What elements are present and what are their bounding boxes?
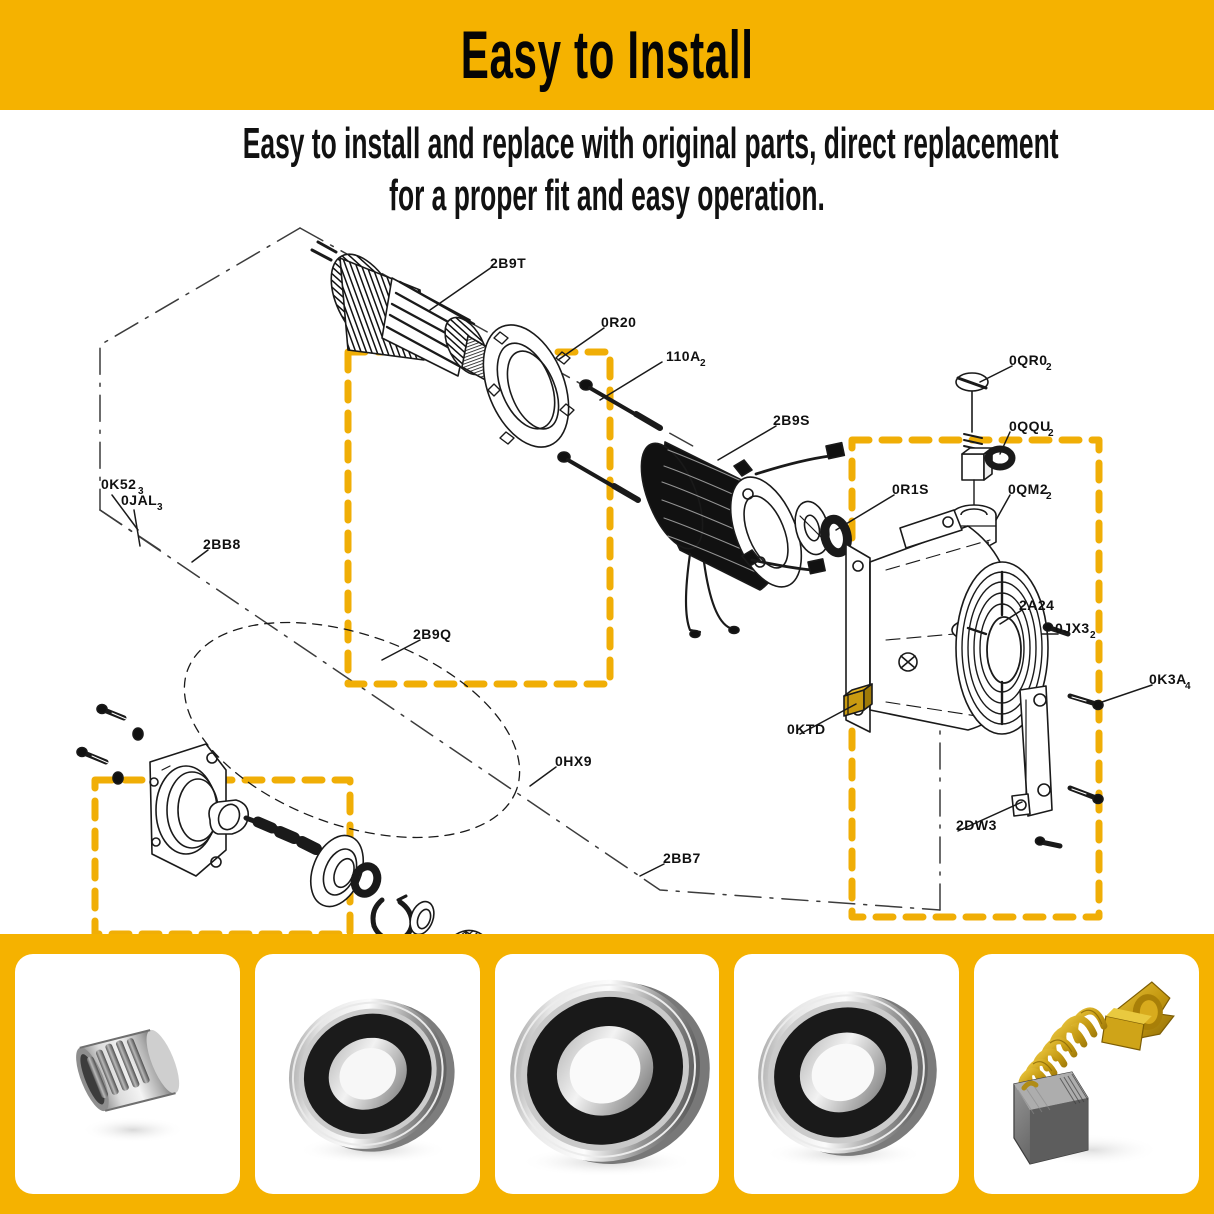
- label-2B9T: 2B9T: [490, 255, 526, 271]
- part-rubber-ring: [794, 500, 852, 558]
- part-screws-right: [1034, 622, 1104, 849]
- part-baffle-ring: [482, 324, 575, 448]
- label-110A: 110A: [666, 348, 701, 364]
- label-0K52-sub: 3: [138, 486, 144, 497]
- label-0JX3: 0JX3: [1055, 620, 1090, 636]
- sealed-ball-bearing-large-image: [509, 979, 710, 1177]
- header-band: Easy to Install: [0, 0, 1214, 110]
- photo-card-row: [15, 954, 1199, 1194]
- part-through-bolts: [557, 379, 663, 503]
- part-spindle-assembly: [183, 621, 521, 934]
- part-cable-clamp: [843, 683, 873, 717]
- label-0KTD: 0KTD: [787, 721, 826, 737]
- diagram-labels: 2B9T 0R20 110A 2 2B9S 0QR0 2 0QQU 2 0QM2…: [101, 255, 1191, 866]
- label-2DW3: 2DW3: [956, 817, 997, 833]
- label-2B9S: 2B9S: [773, 412, 810, 428]
- label-0QM2-sub: 2: [1046, 491, 1052, 502]
- needle-roller-bearing-image: [76, 1029, 185, 1143]
- sealed-ball-bearing-image: [288, 998, 455, 1164]
- label-0JAL-sub: 3: [157, 502, 163, 513]
- label-0HX9: 0HX9: [555, 753, 592, 769]
- page-title: Easy to Install: [460, 17, 754, 93]
- photo-card-ball-bearing-1[interactable]: [254, 954, 480, 1194]
- label-0R20: 0R20: [601, 314, 636, 330]
- part-armature: [310, 240, 562, 410]
- label-0QM2: 0QM2: [1008, 481, 1048, 497]
- photo-card-carbon-brush[interactable]: [974, 954, 1199, 1194]
- part-motor-housing: [845, 509, 1049, 735]
- label-0K3A: 0K3A: [1149, 671, 1187, 687]
- product-photo-strip: [0, 934, 1214, 1214]
- label-2A24: 2A24: [1019, 597, 1054, 613]
- label-0JAL: 0JAL: [121, 492, 157, 508]
- part-gear-case: [76, 703, 227, 877]
- label-0QQU-sub: 2: [1048, 428, 1054, 439]
- label-0QR0-sub: 2: [1046, 362, 1052, 373]
- label-0QQU: 0QQU: [1009, 418, 1051, 434]
- subtitle-block: Easy to install and replace with origina…: [0, 118, 1214, 222]
- label-0R1S: 0R1S: [892, 481, 929, 497]
- photo-card-ball-bearing-2[interactable]: [494, 954, 720, 1194]
- label-0QR0: 0QR0: [1009, 352, 1048, 368]
- label-0K3A-sub: 4: [1185, 681, 1191, 692]
- subtitle-line-2: for a proper fit and easy operation.: [389, 170, 825, 220]
- photo-card-ball-bearing-3[interactable]: [734, 954, 960, 1194]
- label-2BB7: 2BB7: [663, 850, 701, 866]
- highlight-boxes: [91, 348, 1103, 934]
- exploded-parts-diagram: 2B9T 0R20 110A 2 2B9S 0QR0 2 0QQU 2 0QM2…: [0, 210, 1214, 934]
- photo-card-needle-roller-bearing[interactable]: [15, 954, 240, 1194]
- label-110A-sub: 2: [700, 358, 706, 369]
- subtitle-line-1: Easy to install and replace with origina…: [242, 119, 1059, 168]
- carbon-brush-image: [1013, 981, 1176, 1166]
- label-2B9Q: 2B9Q: [413, 626, 452, 642]
- leader-lines: [111, 266, 1153, 877]
- label-0JX3-sub: 2: [1090, 630, 1096, 641]
- part-field-coil: [640, 441, 846, 639]
- sealed-ball-bearing-medium-image: [758, 991, 938, 1168]
- label-0K52: 0K52: [101, 476, 136, 492]
- label-2BB8: 2BB8: [203, 536, 241, 552]
